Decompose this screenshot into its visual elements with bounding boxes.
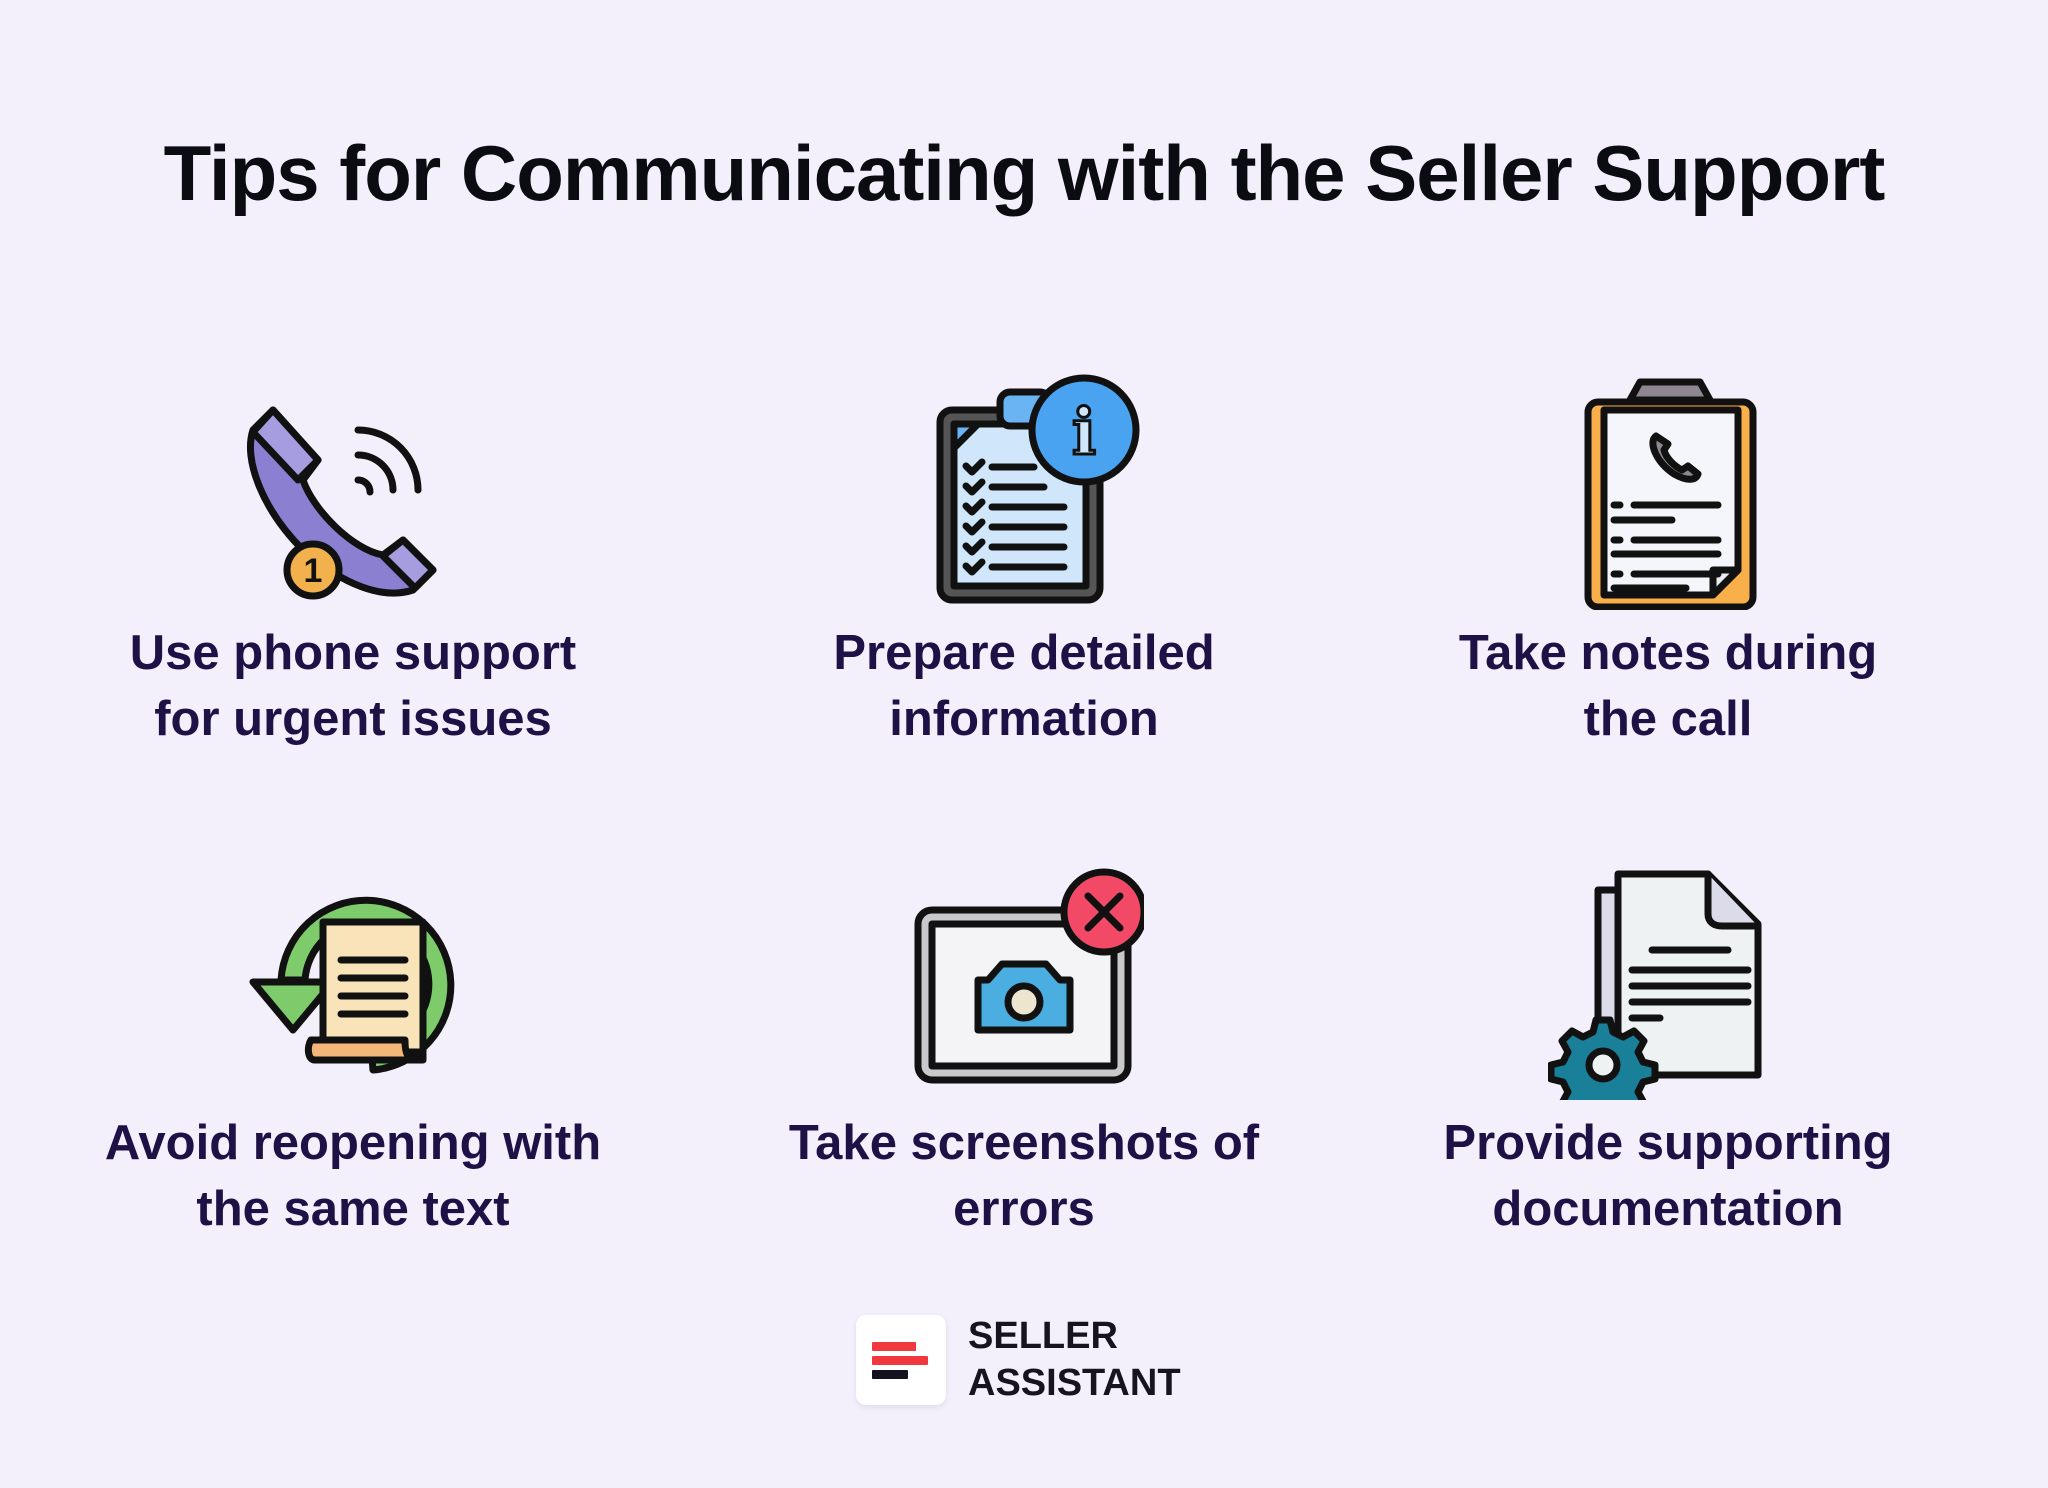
screenshot-error-icon xyxy=(914,868,1144,1084)
svg-text:i: i xyxy=(1072,395,1096,470)
documents-gear-icon xyxy=(1548,870,1762,1100)
clipboard-info-icon: i xyxy=(936,374,1140,604)
tip-label: Use phone support for urgent issues xyxy=(129,626,577,746)
clipboard-call-notes-icon xyxy=(1584,378,1757,610)
document-reopen-icon xyxy=(249,896,455,1074)
brand-name: SELLER ASSISTANT xyxy=(968,1315,1181,1404)
logo-bar xyxy=(872,1355,928,1365)
seller-assistant-logo-icon xyxy=(856,1315,946,1405)
tip-prepare-info: i Prepare detailed information xyxy=(744,370,1304,752)
phone-urgent-icon: 1 xyxy=(246,406,437,600)
tip-label: Take notes during the call xyxy=(1458,626,1878,746)
page-title: Tips for Communicating with the Seller S… xyxy=(163,129,1886,217)
logo-bar xyxy=(872,1369,908,1379)
tip-phone-support: 1 Use phone support for urgent issues xyxy=(73,370,633,752)
brand-footer: SELLER ASSISTANT xyxy=(856,1313,1181,1407)
tip-take-screenshots: Take screenshots of errors xyxy=(744,860,1304,1242)
tip-take-notes: Take notes during the call xyxy=(1388,370,1948,752)
tip-label: Prepare detailed information xyxy=(833,626,1215,746)
tip-avoid-reopening: Avoid reopening with the same text xyxy=(73,860,633,1242)
svg-text:1: 1 xyxy=(304,552,323,590)
logo-bar xyxy=(872,1341,916,1351)
tip-provide-documentation: Provide supporting documentation xyxy=(1388,860,1948,1242)
tip-label: Avoid reopening with the same text xyxy=(104,1116,602,1236)
tip-label: Take screenshots of errors xyxy=(788,1116,1260,1236)
tip-label: Provide supporting documentation xyxy=(1443,1116,1893,1236)
